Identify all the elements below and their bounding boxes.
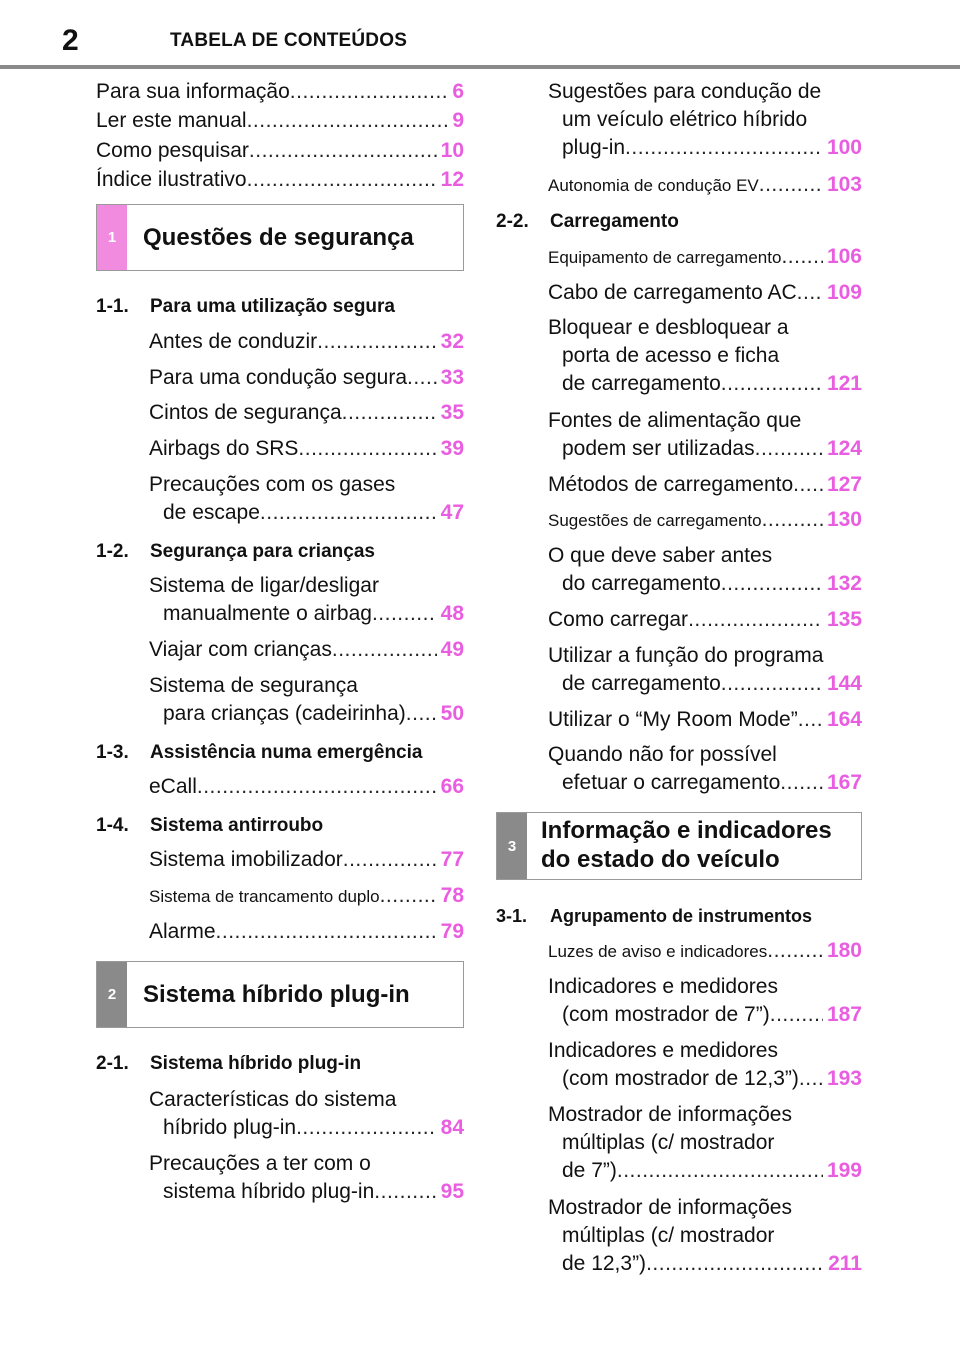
chapter-title-line-1: Informação e indicadores (541, 817, 832, 844)
toc-entry[interactable]: Para sua informação.....................… (96, 80, 464, 103)
toc-entry[interactable]: Quando não for possível efetuar o carreg… (548, 743, 862, 794)
toc-entry[interactable]: Equipamento de carregamento.............… (548, 245, 862, 268)
toc-entry[interactable]: Métodos de carregamento.................… (548, 473, 862, 496)
chapter-1-header[interactable]: 1 Questões de segurança (96, 204, 464, 271)
section-heading: 1-4.Sistema antirroubo (96, 815, 324, 836)
section-heading: 2-2.Carregamento (496, 211, 679, 232)
toc-entry[interactable]: Ler este manual.........................… (96, 109, 464, 132)
toc-entry[interactable]: Indicadores e medidores (com mostrador d… (548, 975, 862, 1026)
toc-entry[interactable]: Precauções com os gases de escape.......… (149, 473, 464, 524)
section-heading: 1-3.Assistência numa emergência (96, 742, 423, 763)
section-heading: 1-1.Para uma utilização segura (96, 296, 395, 317)
chapter-tab: 3 (497, 813, 527, 879)
toc-entry[interactable]: Sugestões de carregamento...............… (548, 508, 862, 531)
toc-entry[interactable]: Cintos de segurança.....................… (149, 401, 464, 424)
toc-entry[interactable]: O que deve saber antes do carregamento..… (548, 544, 862, 595)
chapter-2-header[interactable]: 2 Sistema híbrido plug-in (96, 961, 464, 1028)
section-heading: 3-1.Agrupamento de instrumentos (496, 906, 813, 926)
page-title: TABELA DE CONTEÚDOS (170, 30, 408, 51)
toc-entry[interactable]: Indicadores e medidores (com mostrador d… (548, 1039, 862, 1090)
toc-entry[interactable]: Antes de conduzir.......................… (149, 330, 464, 353)
toc-entry[interactable]: Mostrador de informações múltiplas (c/ m… (548, 1103, 862, 1182)
toc-entry[interactable]: Sistema de segurança para crianças (cade… (149, 674, 464, 725)
page-number: 2 (62, 24, 79, 57)
header-divider (0, 65, 960, 69)
toc-entry[interactable]: Mostrador de informações múltiplas (c/ m… (548, 1196, 862, 1275)
section-heading: 2-1.Sistema híbrido plug-in (96, 1053, 362, 1074)
toc-entry[interactable]: Precauções a ter com o sistema híbrido p… (149, 1152, 464, 1203)
toc-entry[interactable]: Autonomia de condução EV................… (548, 173, 862, 196)
toc-entry[interactable]: Sistema de trancamento duplo............… (149, 884, 464, 907)
chapter-title-line-2: do estado do veículo (541, 846, 780, 873)
toc-entry[interactable]: Alarme..................................… (149, 920, 464, 943)
toc-entry[interactable]: Como carregar...........................… (548, 608, 862, 631)
toc-entry[interactable]: Sistema imobilizador....................… (149, 848, 464, 871)
section-heading: 1-2.Segurança para crianças (96, 541, 375, 562)
chapter-3-header[interactable]: 3 Informação e indicadores do estado do … (496, 812, 862, 880)
toc-entry[interactable]: Airbags do SRS..........................… (149, 437, 464, 460)
toc-entry[interactable]: Cabo de carregamento AC.................… (548, 281, 862, 304)
toc-entry[interactable]: Luzes de aviso e indicadores............… (548, 939, 862, 962)
toc-entry[interactable]: eCall...................................… (149, 775, 464, 798)
toc-entry[interactable]: Sistema de ligar/desligar manualmente o … (149, 574, 464, 625)
toc-entry[interactable]: Para uma condução segura................… (149, 366, 464, 389)
chapter-title: Questões de segurança (143, 224, 414, 251)
chapter-title: Sistema híbrido plug-in (143, 981, 410, 1008)
page-header: 2 TABELA DE CONTEÚDOS (0, 0, 960, 70)
toc-entry[interactable]: Bloquear e desbloquear a porta de acesso… (548, 316, 862, 395)
toc-entry[interactable]: Índice ilustrativo......................… (96, 168, 464, 191)
toc-entry[interactable]: Viajar com crianças.....................… (149, 638, 464, 661)
toc-entry[interactable]: Fontes de alimentação que podem ser util… (548, 409, 862, 460)
toc-entry[interactable]: Características do sistema híbrido plug-… (149, 1088, 464, 1139)
toc-entry[interactable]: Como pesquisar..........................… (96, 139, 464, 162)
toc-entry[interactable]: Sugestões para condução de um veículo el… (548, 80, 862, 159)
chapter-tab: 2 (97, 962, 127, 1027)
toc-entry[interactable]: Utilizar o “My Room Mode”...............… (548, 708, 862, 731)
toc-entry[interactable]: Utilizar a função do programa de carrega… (548, 644, 862, 695)
chapter-tab: 1 (97, 205, 127, 270)
